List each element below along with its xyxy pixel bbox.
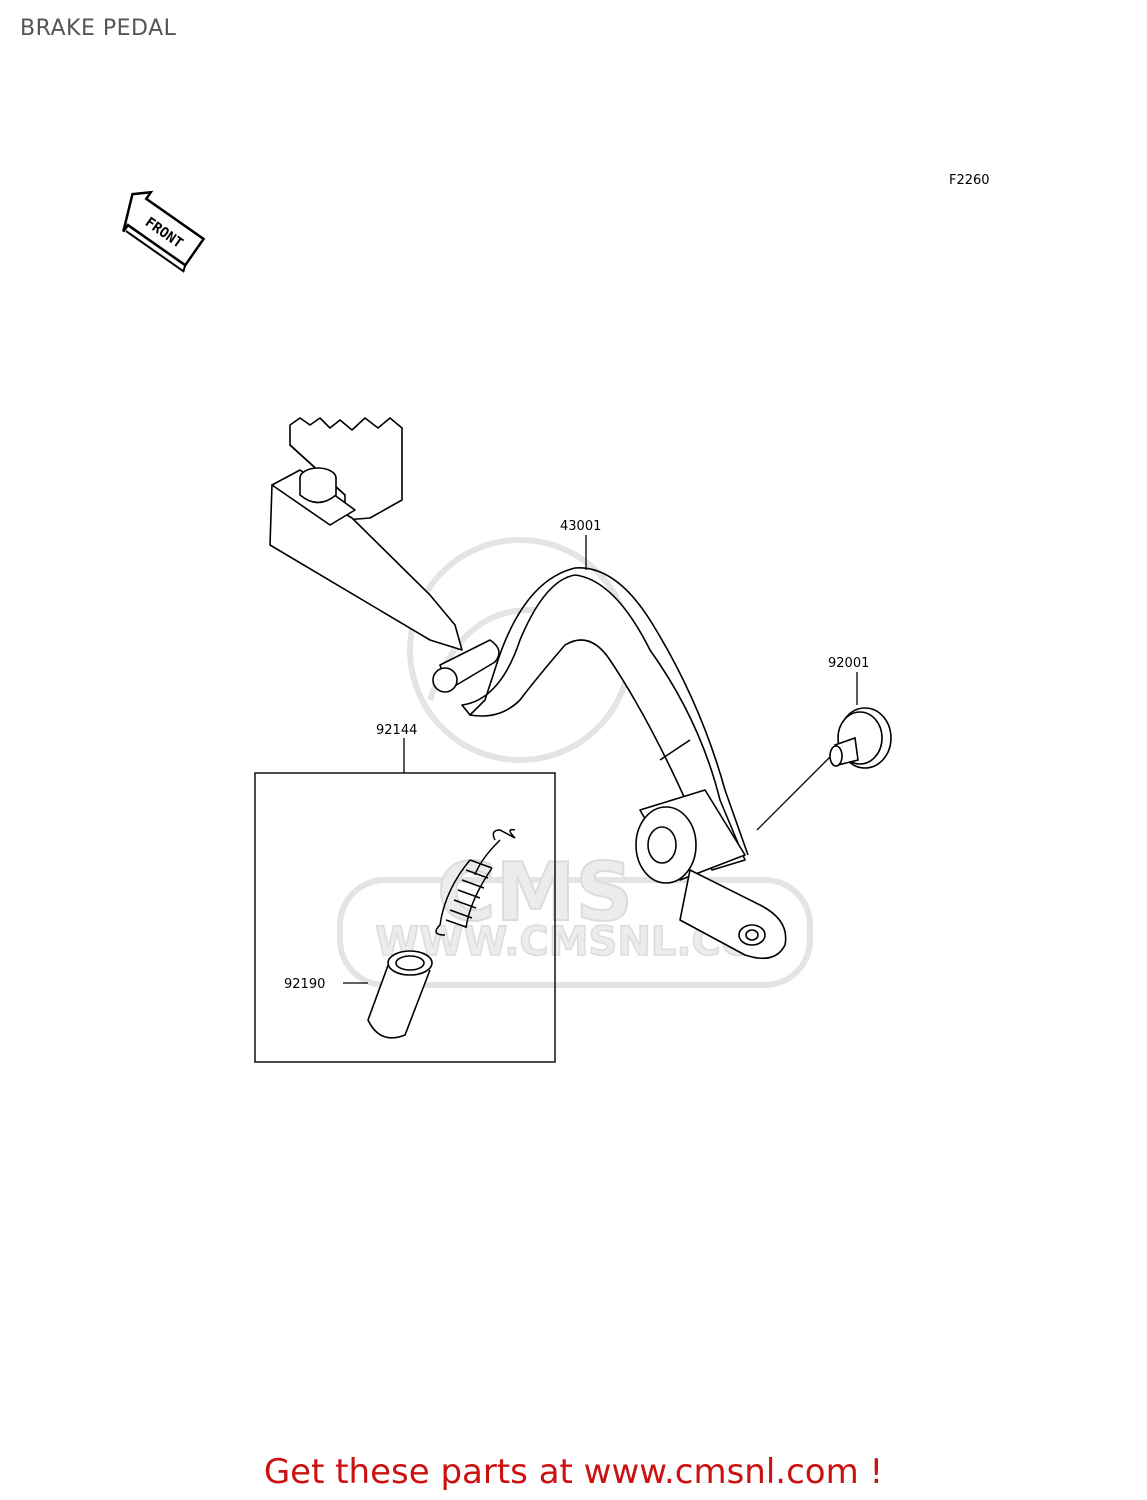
spring-part: [435, 828, 516, 936]
collar-part: [367, 950, 433, 1039]
bolt-part: [829, 707, 892, 769]
brake-pedal-diagram: CMS WWW.CMSNL.CO F2260 FRONT: [122, 173, 990, 1063]
part-number-spring-kit: 92144: [376, 723, 417, 738]
leader-lines: [343, 535, 858, 984]
part-number-bolt: 92001: [828, 656, 869, 671]
brake-pedal-part: [269, 417, 787, 960]
figure-code: F2260: [949, 173, 990, 188]
spring-kit-box: [254, 772, 556, 1063]
footer-cta[interactable]: Get these parts at www.cmsnl.com !: [263, 1452, 884, 1492]
part-number-pedal: 43001: [560, 519, 601, 534]
page-title: BRAKE PEDAL: [20, 16, 177, 41]
part-number-collar: 92190: [284, 977, 325, 992]
front-arrow-icon: FRONT: [122, 190, 206, 273]
